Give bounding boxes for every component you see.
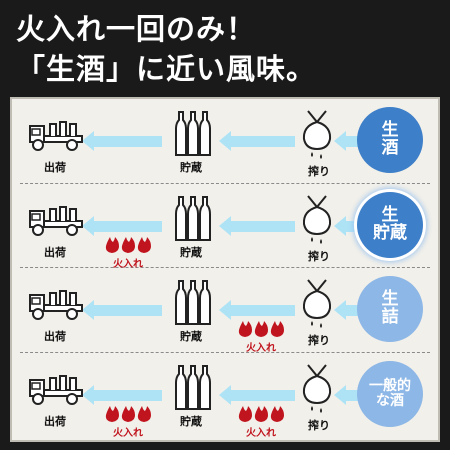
fire-icon — [105, 237, 151, 253]
badge-line2: 詰 — [381, 307, 399, 327]
flow-arrow — [90, 221, 162, 232]
ship-label: 出荷 — [44, 246, 66, 259]
process-row: 出荷 貯蔵 搾り 一般的 な酒 火入れ 火入れ — [12, 353, 438, 439]
flow-arrowhead — [334, 131, 346, 151]
flow-arrowhead — [334, 385, 346, 405]
flow-arrowhead — [82, 216, 94, 236]
flow-arrowhead — [82, 385, 94, 405]
sake-bottles-icon — [175, 280, 211, 325]
badge-line2: 酒 — [381, 138, 399, 158]
flow-arrow — [227, 305, 295, 316]
flow-arrowhead — [219, 216, 231, 236]
ship-label: 出荷 — [44, 415, 66, 428]
pressing-bag-icon — [302, 364, 332, 413]
press-label: 搾り — [308, 165, 330, 178]
flow-arrow — [90, 390, 162, 401]
flow-arrow — [90, 305, 162, 316]
storage-label: 貯蔵 — [180, 246, 202, 259]
badge-line1: 生 — [381, 205, 399, 226]
flow-arrowhead — [82, 300, 94, 320]
truck-icon — [29, 121, 83, 151]
sake-type-badge: 生 酒 — [357, 107, 423, 173]
headline-line2: 「生酒」に近い風味。 — [16, 52, 317, 86]
heat-treatment-marker: 火入れ — [237, 320, 285, 354]
pressing-bag-icon — [302, 110, 332, 159]
flow-arrowhead — [219, 385, 231, 405]
flow-arrow — [227, 390, 295, 401]
flow-arrowhead — [219, 300, 231, 320]
flow-arrowhead — [334, 216, 346, 236]
process-row: 出荷 貯蔵 搾り 生 酒 — [12, 99, 438, 179]
badge-line1: 生 — [381, 120, 399, 141]
heat-label: 火入れ — [246, 428, 276, 439]
process-row: 出荷 貯蔵 搾り 生 詰 火入れ — [12, 268, 438, 354]
flow-arrowhead — [82, 131, 94, 151]
sake-type-badge: 生 詰 — [357, 276, 423, 342]
storage-label: 貯蔵 — [180, 161, 202, 174]
flow-arrow — [342, 221, 364, 232]
truck-icon — [29, 206, 83, 236]
flow-arrowhead — [219, 131, 231, 151]
flow-arrow — [227, 221, 295, 232]
press-label: 搾り — [308, 334, 330, 347]
heat-label: 火入れ — [246, 343, 276, 354]
flow-arrow — [227, 136, 295, 147]
storage-label: 貯蔵 — [180, 415, 202, 428]
press-label: 搾り — [308, 250, 330, 263]
fire-icon — [238, 406, 284, 422]
sake-type-badge: 一般的 な酒 — [357, 361, 423, 427]
press-label: 搾り — [308, 419, 330, 432]
pressing-bag-icon — [302, 279, 332, 328]
sake-bottles-icon — [175, 111, 211, 156]
badge-line2: 貯蔵 — [373, 223, 407, 243]
ship-label: 出荷 — [44, 161, 66, 174]
flow-arrowhead — [334, 300, 346, 320]
fire-icon — [105, 406, 151, 422]
sake-type-badge: 生 貯蔵 — [357, 192, 423, 258]
row-divider — [20, 183, 430, 184]
fire-icon — [238, 321, 284, 337]
badge-line1: 一般的 — [369, 378, 411, 395]
heat-treatment-marker: 火入れ — [104, 405, 152, 439]
sake-bottles-icon — [175, 365, 211, 410]
truck-icon — [29, 375, 83, 405]
pressing-bag-icon — [302, 195, 332, 244]
storage-label: 貯蔵 — [180, 330, 202, 343]
badge-line2: な酒 — [376, 393, 404, 409]
heat-treatment-marker: 火入れ — [104, 236, 152, 270]
heat-treatment-marker: 火入れ — [237, 405, 285, 439]
process-diagram-panel: 出荷 貯蔵 搾り 生 酒 出 — [10, 97, 440, 442]
sake-bottles-icon — [175, 196, 211, 241]
flow-arrow — [342, 390, 364, 401]
row-divider — [20, 352, 430, 353]
heat-label: 火入れ — [113, 428, 143, 439]
process-row: 出荷 貯蔵 搾り 生 貯蔵 火入れ — [12, 184, 438, 270]
heat-label: 火入れ — [113, 259, 143, 270]
flow-arrow — [90, 136, 162, 147]
flow-arrow — [342, 305, 364, 316]
headline-line1: 火入れ一回のみ！ — [16, 12, 257, 46]
row-divider — [20, 267, 430, 268]
ship-label: 出荷 — [44, 330, 66, 343]
badge-line1: 生 — [381, 289, 399, 310]
flow-arrow — [342, 136, 364, 147]
truck-icon — [29, 290, 83, 320]
